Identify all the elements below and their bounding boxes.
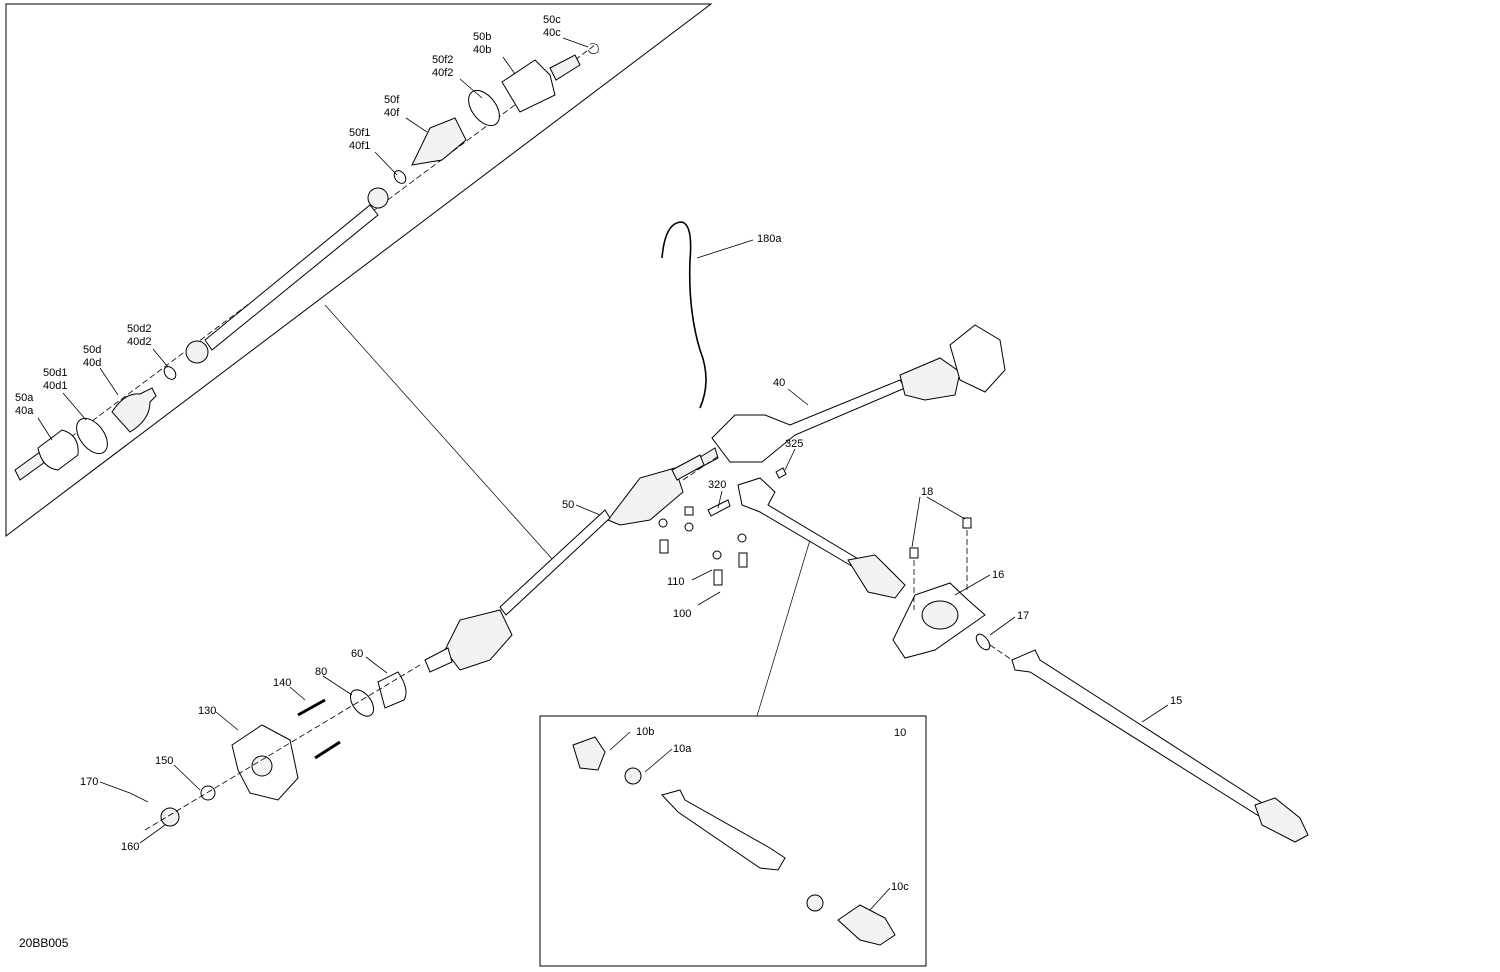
label-10: 10 (894, 727, 906, 739)
label-50f: 50f (384, 94, 400, 106)
label-60: 60 (351, 648, 363, 660)
label-10c: 10c (891, 881, 909, 893)
box-connector-line (756, 539, 811, 717)
main-assembly (129, 221, 1309, 946)
label-110: 110 (667, 576, 685, 588)
label-160: 160 (121, 841, 139, 853)
inset-connector-line (324, 304, 554, 561)
diagram-code: 20BB005 (19, 936, 69, 950)
label-100: 100 (673, 608, 691, 620)
label-170: 170 (80, 776, 98, 788)
label-50c: 50c (543, 14, 561, 26)
label-40d1: 40d1 (43, 380, 67, 392)
label-50a: 50a (15, 392, 34, 404)
label-16: 16 (992, 569, 1004, 581)
label-50d2: 50d2 (127, 323, 151, 335)
detail-inset-frame (5, 3, 713, 538)
label-150: 150 (155, 755, 173, 767)
label-50d: 50d (83, 344, 101, 356)
label-40: 40 (773, 377, 785, 389)
label-15: 15 (1170, 695, 1182, 707)
label-40d: 40d (83, 357, 101, 369)
label-10a: 10a (673, 743, 692, 755)
label-40b: 40b (473, 44, 491, 56)
label-40f1: 40f1 (349, 140, 370, 152)
part-labels: 50c 40c 50b 40b 50f2 40f2 50f 40f 50f1 4… (15, 14, 1182, 950)
detail-box-10 (539, 715, 927, 967)
label-10b: 10b (636, 726, 654, 738)
label-40c: 40c (543, 27, 561, 39)
label-50: 50 (562, 499, 574, 511)
label-40f2: 40f2 (432, 67, 453, 79)
label-50b: 50b (473, 31, 491, 43)
label-50d1: 50d1 (43, 367, 67, 379)
leader-lines (37, 37, 1169, 911)
label-325: 325 (785, 438, 803, 450)
label-320: 320 (708, 479, 726, 491)
label-140: 140 (273, 677, 291, 689)
label-130: 130 (198, 705, 216, 717)
label-80: 80 (315, 666, 327, 678)
inset-axle-assembly (14, 43, 599, 481)
label-17: 17 (1017, 610, 1029, 622)
label-50f1: 50f1 (349, 127, 370, 139)
label-40a: 40a (15, 405, 34, 417)
label-18: 18 (921, 486, 933, 498)
label-40f: 40f (384, 107, 400, 119)
label-40d2: 40d2 (127, 336, 151, 348)
label-50f2: 50f2 (432, 54, 453, 66)
label-180a: 180a (757, 233, 782, 245)
